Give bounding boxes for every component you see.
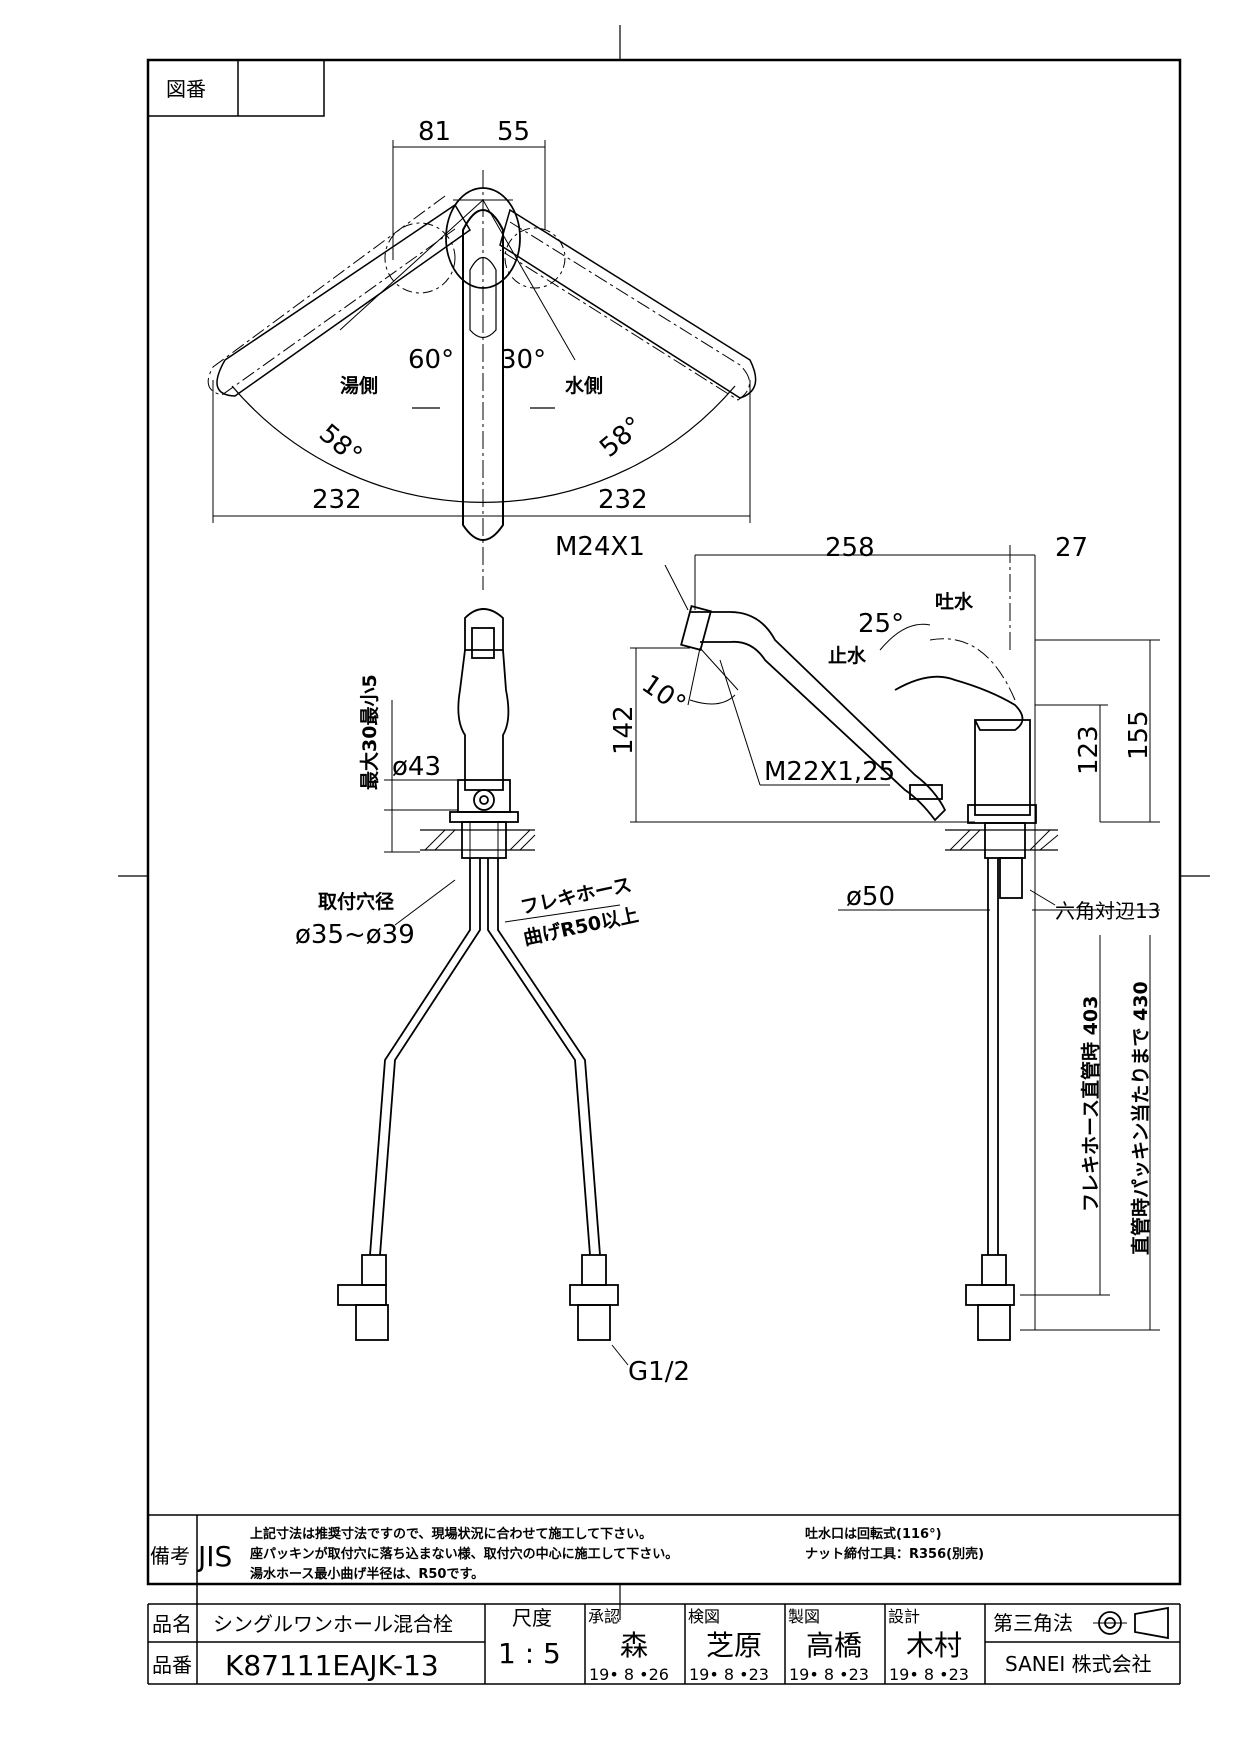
angle-25: 25° xyxy=(858,609,904,639)
approve-name: 森 xyxy=(620,1629,648,1662)
check-name: 芝原 xyxy=(706,1629,762,1662)
projection-label: 第三角法 xyxy=(993,1611,1073,1635)
note-right-2: ナット締付工具：R356(別売) xyxy=(805,1546,984,1562)
title-block xyxy=(147,1603,1181,1685)
third-angle-projection-icon xyxy=(1093,1606,1169,1640)
rotation-left: 58° xyxy=(313,418,368,471)
hose-straight-length: フレキホース直管時 403 xyxy=(1079,996,1102,1212)
company-name: SANEI 株式会社 xyxy=(1005,1652,1152,1676)
check-date: 19• 8 •23 xyxy=(689,1665,769,1684)
thread-m24: M24X1 xyxy=(555,532,645,562)
dim-55: 55 xyxy=(497,117,530,147)
hot-side-label: 湯側 xyxy=(340,375,378,397)
design-label: 設計 xyxy=(888,1607,920,1626)
product-name: シングルワンホール混合栓 xyxy=(213,1612,453,1636)
approve-date: 19• 8 •26 xyxy=(589,1665,669,1684)
note-line-3: 湯水ホース最小曲げ半径は、R50です。 xyxy=(250,1566,484,1582)
g-thread: G1/2 xyxy=(628,1357,690,1387)
angle-30: 30° xyxy=(500,345,546,375)
cold-side-label: 水側 xyxy=(565,375,603,397)
mount-hole-label: 取付穴径 xyxy=(318,890,394,913)
dia-43: ø43 xyxy=(392,752,441,782)
dim-258: 258 xyxy=(825,533,875,563)
dim-155: 155 xyxy=(1124,710,1154,760)
approve-label: 承認 xyxy=(588,1607,620,1626)
drawing-number-box xyxy=(147,59,325,117)
height-note: 最大30最小5 xyxy=(358,674,381,790)
mount-hole-value: ø35~ø39 xyxy=(295,920,415,950)
notes-label: 備考 xyxy=(150,1544,190,1568)
jis-mark: JIS xyxy=(196,1540,232,1573)
dim-142: 142 xyxy=(609,705,639,755)
design-date: 19• 8 •23 xyxy=(889,1665,969,1684)
name-label: 品名 xyxy=(152,1612,192,1636)
draw-label: 製図 xyxy=(788,1607,820,1626)
note-right-1: 吐水口は回転式(116°) xyxy=(805,1526,942,1542)
product-number: K87111EAJK-13 xyxy=(225,1649,439,1682)
rotation-right: 58° xyxy=(594,411,649,464)
angle-60: 60° xyxy=(408,345,454,375)
front-view xyxy=(337,608,629,1366)
top-view xyxy=(207,140,757,590)
tosui-label: 吐水 xyxy=(935,591,974,613)
dim-123: 123 xyxy=(1074,725,1104,775)
reach-left: 232 xyxy=(312,485,362,515)
scale-value: 1 : 5 xyxy=(498,1637,561,1670)
draw-date: 19• 8 •23 xyxy=(789,1665,869,1684)
hose-to-packing-length: 直管時パッキン当たりまで 430 xyxy=(1129,981,1152,1255)
sheet-border xyxy=(118,25,1210,1620)
number-label: 品番 xyxy=(152,1653,192,1677)
note-line-2: 座パッキンが取付穴に落ち込まない様、取付穴の中心に施工して下さい。 xyxy=(249,1546,678,1562)
drawing-number-label: 図番 xyxy=(166,77,206,101)
hex-size: 六角対辺13 xyxy=(1055,899,1160,923)
reach-right: 232 xyxy=(598,485,648,515)
dia-50: ø50 xyxy=(846,882,895,912)
design-name: 木村 xyxy=(906,1629,962,1662)
dim-27: 27 xyxy=(1055,533,1088,563)
angle-10: 10° xyxy=(636,669,691,720)
note-line-1: 上記寸法は推奨寸法ですので、現場状況に合わせて施工して下さい。 xyxy=(250,1526,652,1542)
notes-box xyxy=(148,1514,1180,1604)
side-view xyxy=(630,545,1160,1341)
check-label: 検図 xyxy=(688,1607,720,1626)
dim-81: 81 xyxy=(418,117,451,147)
thread-m22: M22X1,25 xyxy=(764,757,895,787)
shisui-label: 止水 xyxy=(828,645,867,667)
scale-label: 尺度 xyxy=(512,1606,552,1630)
draw-name: 高橋 xyxy=(806,1629,862,1662)
